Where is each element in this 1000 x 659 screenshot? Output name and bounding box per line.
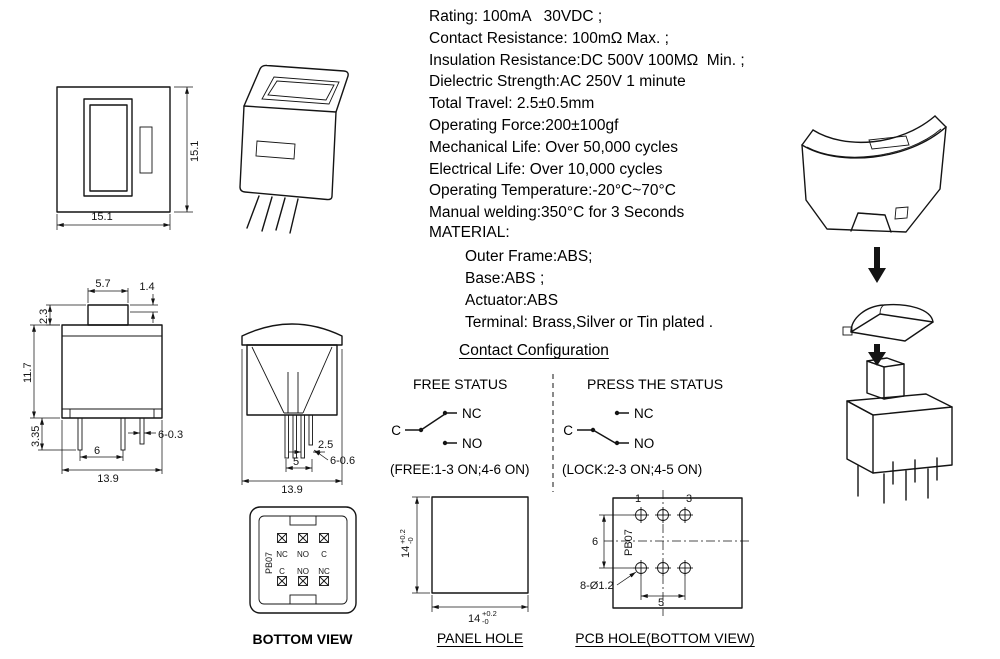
free-note: (FREE:1-3 ON;4-6 ON): [390, 462, 530, 477]
front-view: 15.1 15.1: [56, 86, 201, 230]
center-side-view: 2.5 5 13.9 6-0.6: [241, 323, 355, 496]
contact-diagram-free: C NC NO: [391, 406, 482, 451]
material-item: Actuator:ABS: [465, 292, 559, 309]
dim-pcb-col-pitch: 5: [658, 597, 664, 609]
specifications: Rating: 100mA 30VDC ; Contact Resistance…: [429, 6, 745, 224]
pcb-hole: [676, 559, 694, 577]
pin-number-3: 3: [686, 493, 692, 505]
free-status-heading: FREE STATUS: [413, 376, 508, 392]
down-arrow-icon: [868, 344, 886, 366]
exploded-cap: [842, 303, 934, 342]
pcb-hole: [654, 506, 672, 524]
pin-pad: [319, 576, 329, 586]
dim-button-height: 2.3: [38, 309, 50, 324]
pin-pad: [277, 533, 287, 543]
pin-pad: [277, 576, 287, 586]
dim-panel-size-h: 14: [468, 613, 480, 625]
tolerance-plus: +0.2: [482, 609, 497, 618]
no-terminal-label: NO: [462, 436, 482, 451]
dim-pin-note-free: 6-0.3: [158, 429, 183, 441]
contact-diagram-press: C NC NO: [563, 406, 654, 451]
tolerance-minus: -0: [406, 537, 415, 544]
material-item: Outer Frame:ABS;: [465, 248, 593, 265]
spec-line: Rating: 100mA 30VDC ;: [429, 8, 603, 25]
dim-panel-size-v: 14: [400, 546, 412, 558]
material-item: Terminal: Brass,Silver or Tin plated .: [465, 314, 714, 331]
dim-pcb-row-pitch: 6: [592, 536, 598, 548]
pin-pad: [298, 533, 308, 543]
spec-line: Electrical Life: Over 10,000 cycles: [429, 160, 663, 178]
dim-front-width: 15.1: [91, 211, 112, 223]
pin-number-1: 1: [635, 493, 641, 505]
dim-button-width: 5.7: [95, 278, 110, 290]
dim-body-width: 13.9: [97, 473, 118, 485]
dim-pin-pitch-6: 6: [94, 445, 100, 457]
tolerance-plus: +0.2: [398, 529, 407, 544]
dim-pin-length: 3.35: [30, 426, 42, 447]
common-terminal-label: C: [391, 423, 401, 438]
contact-configuration-title: Contact Configuration: [459, 342, 609, 359]
spec-line: Dielectric Strength:AC 250V 1 minute: [429, 73, 686, 91]
side-view: 5.7 1.4 2.3 11.7 3.35 6: [22, 278, 183, 485]
common-terminal-label: C: [563, 423, 573, 438]
pcb-hole: [676, 506, 694, 524]
dim-pin-note-lock: 6-0.6: [330, 455, 355, 467]
press-status-heading: PRESS THE STATUS: [587, 376, 724, 392]
spec-line: Manual welding:350°C for 3 Seconds: [429, 204, 685, 222]
panel-hole-view: 14 +0.2 -0 14 +0.2 -0: [398, 496, 529, 626]
nc-terminal-label: NC: [462, 406, 482, 421]
pin-label: NO: [297, 567, 309, 576]
perspective-view: [239, 64, 349, 234]
down-arrow-icon: [868, 247, 886, 283]
dim-pin-width: 2.5: [318, 439, 333, 451]
bottom-view-label: BOTTOM VIEW: [252, 631, 353, 647]
pcb-hole-view: 1 3 PB07 6 5 8-Ø1.2: [580, 490, 750, 616]
spec-line: Insulation Resistance:DC 500V 100MΩ Min.…: [429, 51, 745, 69]
dim-body-width-2: 13.9: [281, 484, 302, 496]
spec-line: Total Travel: 2.5±0.5mm: [429, 95, 595, 113]
no-terminal-label: NO: [634, 436, 654, 451]
pin-label: NC: [318, 567, 330, 576]
material-list: Outer Frame:ABS; Base:ABS ; Actuator:ABS…: [465, 246, 713, 334]
pcb-hole: [632, 506, 650, 524]
bottom-view: NC NO C C NO NC PB07: [249, 506, 357, 614]
pcb-hole-label: PCB HOLE(BOTTOM VIEW): [575, 630, 755, 646]
material-title: MATERIAL:: [429, 224, 510, 241]
pcb-hole: [654, 559, 672, 577]
exploded-body: [846, 357, 953, 504]
dim-front-height: 15.1: [189, 141, 201, 162]
model-number: PB07: [264, 552, 274, 574]
pin-label: NC: [276, 550, 288, 559]
lock-note: (LOCK:2-3 ON;4-5 ON): [562, 462, 703, 477]
pin-label: NO: [297, 550, 309, 559]
dim-lip-height: 1.4: [139, 281, 154, 293]
tolerance-minus: -0: [482, 617, 489, 626]
pin-label: C: [279, 567, 285, 576]
dim-body-height: 11.7: [22, 362, 34, 383]
pcb-hole: [632, 559, 650, 577]
nc-terminal-label: NC: [634, 406, 654, 421]
dim-pcb-hole-note: 8-Ø1.2: [580, 580, 614, 592]
spec-line: Contact Resistance: 100mΩ Max. ;: [429, 29, 669, 47]
pin-label: C: [321, 550, 327, 559]
panel-hole-label: PANEL HOLE: [436, 630, 524, 646]
spec-line: Operating Force:200±100gf: [429, 116, 619, 134]
spec-line: Operating Temperature:-20°C~70°C: [429, 182, 676, 200]
material-item: Base:ABS ;: [465, 270, 545, 287]
exploded-frame: [801, 115, 947, 233]
spec-line: Mechanical Life: Over 50,000 cycles: [429, 138, 678, 156]
exploded-arrows: [868, 247, 886, 366]
pin-pad: [319, 533, 329, 543]
pin-pad: [298, 576, 308, 586]
model-number: PB07: [623, 529, 635, 556]
dim-pin-pitch-5: 5: [293, 456, 299, 468]
